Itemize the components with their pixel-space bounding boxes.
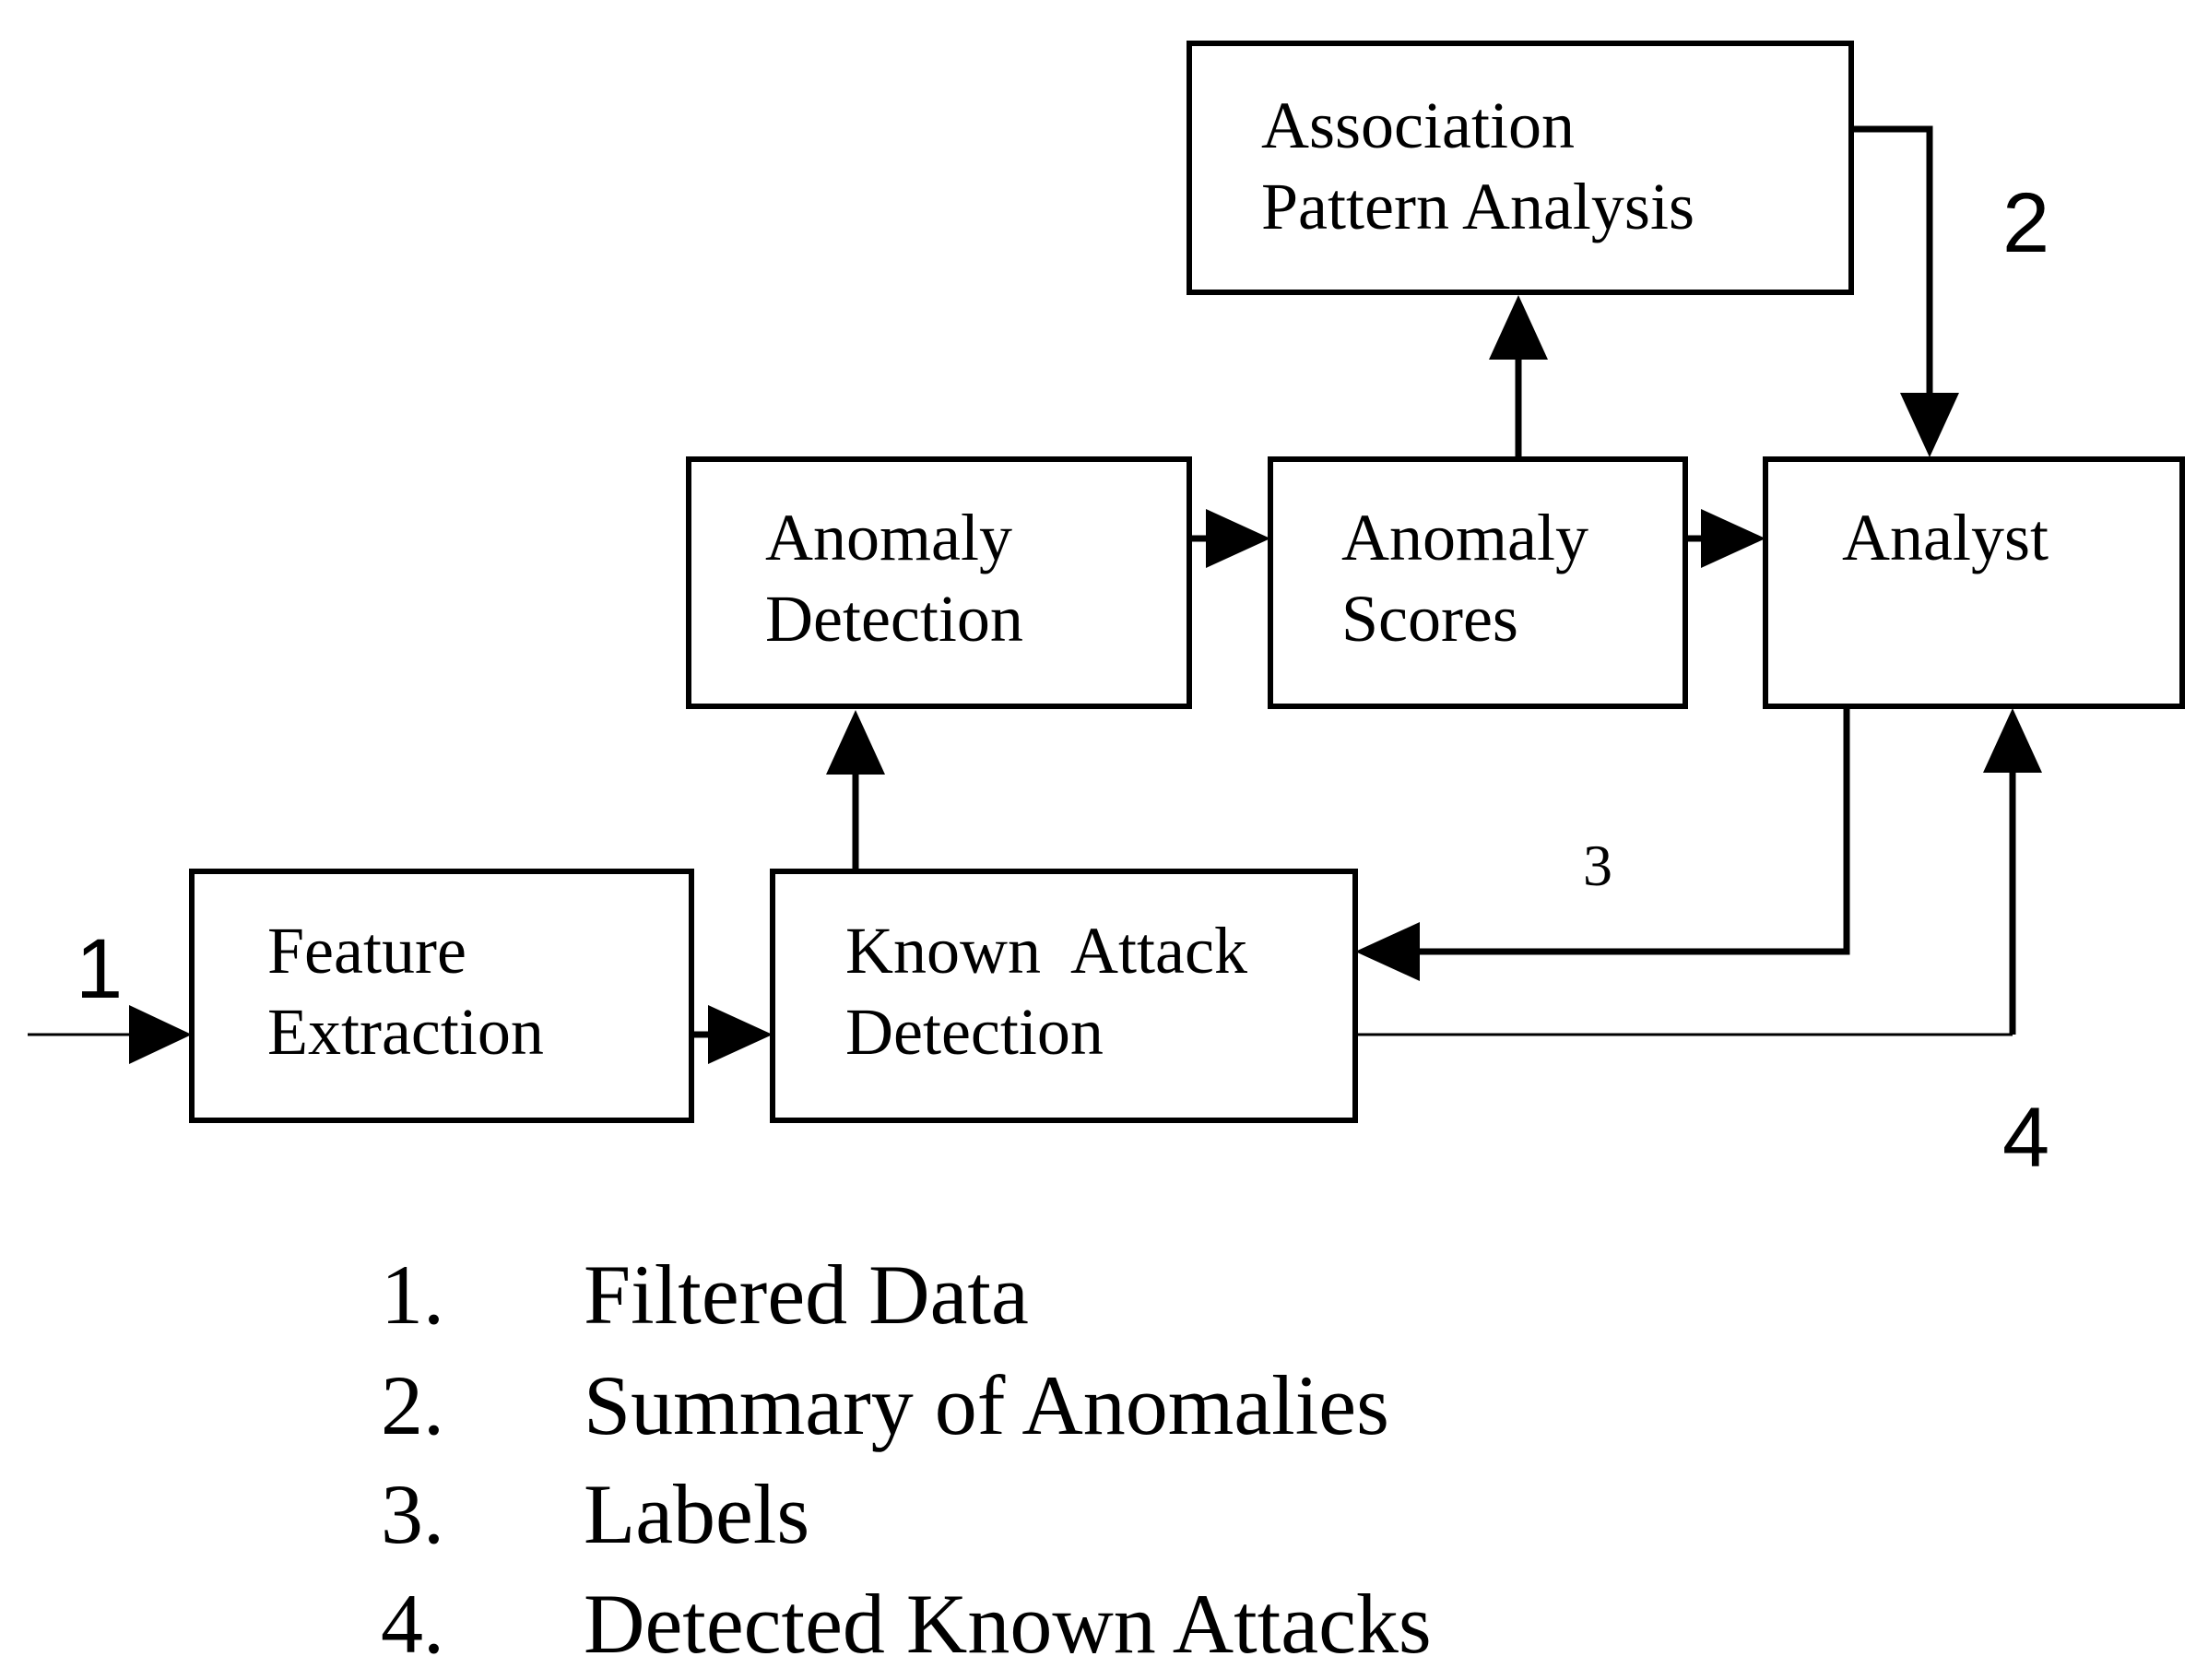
legend-item: 4. Detected Known Attacks — [381, 1577, 1432, 1671]
legend-text: Filtered Data — [584, 1248, 1029, 1342]
anomaly-detection-label-line2: Detection — [765, 582, 1023, 656]
legend-text: Detected Known Attacks — [584, 1577, 1432, 1671]
feature-extraction-box: Feature Extraction — [189, 869, 694, 1123]
anomaly-scores-label-line2: Scores — [1341, 582, 1518, 656]
anomaly-scores-box: Anomaly Scores — [1268, 456, 1688, 709]
known-attack-label-line1: Known Attack — [845, 914, 1247, 988]
scores-to-association-arrowhead — [1489, 295, 1548, 360]
analyst-to-known-arrowhead — [1355, 922, 1420, 981]
flow-label-3: 3 — [1583, 833, 1612, 898]
feature-extraction-label-line1: Feature — [267, 914, 466, 988]
association-to-analyst-arrowhead — [1900, 393, 1959, 457]
known-to-anomaly-detection-arrow — [826, 710, 885, 871]
analyst-box: Analyst — [1763, 456, 2185, 709]
anomaly-scores-label-line1: Anomaly — [1341, 501, 1588, 574]
scores-to-association-arrow — [1489, 295, 1548, 459]
legend-text: Summary of Anomalies — [584, 1358, 1389, 1452]
legend-number: 3. — [381, 1467, 444, 1561]
legend-item: 1. Filtered Data — [381, 1248, 1029, 1342]
association-label-line2: Pattern Analysis — [1261, 170, 1694, 243]
feature-to-known-arrow — [691, 1005, 773, 1064]
scores-to-analyst-arrow — [1685, 509, 1765, 568]
scores-to-analyst-arrowhead — [1701, 509, 1765, 568]
known-attack-label-line2: Detection — [845, 995, 1104, 1069]
known-to-analyst-arrowhead — [1983, 708, 2042, 773]
legend-number: 2. — [381, 1358, 444, 1452]
feature-extraction-label-line2: Extraction — [267, 995, 544, 1069]
feature-to-known-arrowhead — [708, 1005, 773, 1064]
legend-number: 1. — [381, 1248, 444, 1342]
input-arrow — [28, 1005, 192, 1064]
flow-label-1: 1 — [76, 922, 123, 1016]
legend-item: 2. Summary of Anomalies — [381, 1358, 1389, 1452]
detection-to-scores-arrow — [1189, 509, 1270, 568]
association-label-line1: Association — [1261, 89, 1575, 162]
input-arrowhead — [129, 1005, 192, 1064]
legend-item: 3. Labels — [381, 1467, 809, 1561]
legend: 1. Filtered Data 2. Summary of Anomalies… — [381, 1248, 1432, 1671]
association-pattern-analysis-box: Association Pattern Analysis — [1187, 41, 1854, 295]
legend-text: Labels — [584, 1467, 809, 1561]
anomaly-detection-label-line1: Anomaly — [765, 501, 1012, 574]
analyst-to-known-arrow — [1355, 706, 1850, 981]
association-to-analyst-arrow — [1851, 125, 1959, 457]
flow-label-2: 2 — [2002, 176, 2049, 270]
anomaly-detection-box: Anomaly Detection — [686, 456, 1192, 709]
known-to-anomaly-detection-arrowhead — [826, 710, 885, 775]
legend-number: 4. — [381, 1577, 444, 1671]
known-attack-detection-box: Known Attack Detection — [770, 869, 1358, 1123]
flow-label-4: 4 — [2002, 1091, 2049, 1185]
analyst-label: Analyst — [1842, 501, 2049, 574]
known-to-analyst-arrow — [1355, 708, 2042, 1036]
detection-to-scores-arrowhead — [1206, 509, 1270, 568]
